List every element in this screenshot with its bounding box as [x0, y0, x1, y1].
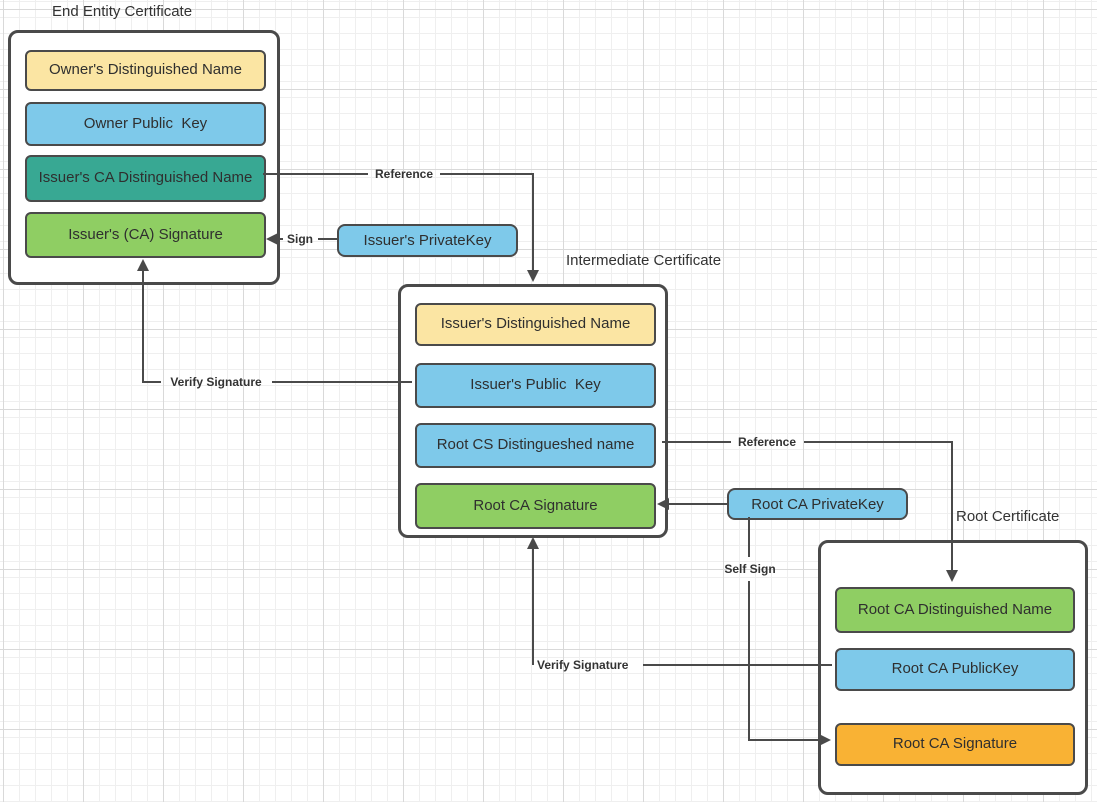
root-ca-public-key-label: Root CA PublicKey: [891, 660, 1019, 678]
issuer-public-key-box: Issuer's Public Key: [415, 363, 656, 408]
owner-public-key-box: Owner Public Key: [25, 102, 266, 146]
issuer-distinguished-name-box: Issuer's Distinguished Name: [415, 303, 656, 346]
root-certificate-title: Root Certificate: [956, 508, 1060, 525]
owner-public-key-label: Owner Public Key: [83, 114, 208, 132]
verify-signature-left-line: [142, 271, 412, 383]
issuer-ca-distinguished-name-label: Issuer's CA Distinguished Name: [38, 169, 253, 187]
reference-right-label: Reference: [737, 435, 797, 449]
verify-signature-left-label: Verify Signature: [170, 375, 262, 389]
root-ca-public-key-box: Root CA PublicKey: [835, 648, 1075, 691]
root-ca-private-key-box: Root CA PrivateKey: [727, 488, 908, 520]
root-ca-signature-box: Root CA Signature: [835, 723, 1075, 766]
self-sign-label: Self Sign: [724, 562, 776, 576]
self-sign-line: [748, 517, 820, 741]
intermediate-root-ca-signature-box: Root CA Signature: [415, 483, 656, 529]
reference-left-arrowhead: [527, 270, 539, 282]
intermediate-root-ca-signature-label: Root CA Signature: [473, 496, 598, 514]
verify-signature-right-label: Verify Signature: [537, 658, 629, 672]
issuer-public-key-label: Issuer's Public Key: [470, 376, 601, 394]
root-certificate-container: Root CA Distinguished Name Root CA Publi…: [818, 540, 1088, 795]
root-ca-private-key-label: Root CA PrivateKey: [751, 495, 884, 513]
end-entity-certificate-title: End Entity Certificate: [52, 3, 193, 20]
issuer-distinguished-name-label: Issuer's Distinguished Name: [440, 315, 631, 333]
sign-label: Sign: [287, 232, 313, 246]
root-cs-distinguished-name-box: Root CS Distingueshed name: [415, 423, 656, 468]
issuer-private-key-label: Issuer's PrivateKey: [363, 232, 492, 249]
owner-distinguished-name-label: Owner's Distinguished Name: [49, 61, 242, 79]
issuer-ca-distinguished-name-box: Issuer's CA Distinguished Name: [25, 155, 266, 202]
intermediate-certificate-title: Intermediate Certificate: [566, 252, 722, 269]
root-ca-distinguished-name-label: Root CA Distinguished Name: [857, 600, 1053, 618]
root-ca-signature-label: Root CA Signature: [892, 735, 1018, 753]
issuer-ca-signature-label: Issuer's (CA) Signature: [68, 225, 223, 243]
root-cs-distinguished-name-label: Root CS Distingueshed name: [436, 436, 635, 454]
verify-signature-right-arrowhead: [527, 537, 539, 549]
root-ca-distinguished-name-box: Root CA Distinguished Name: [835, 587, 1075, 633]
reference-left-label: Reference: [374, 167, 434, 181]
verify-signature-right-line: [532, 549, 832, 666]
issuer-private-key-box: Issuer's PrivateKey: [337, 224, 518, 257]
owner-distinguished-name-box: Owner's Distinguished Name: [25, 50, 266, 91]
intermediate-certificate-container: Issuer's Distinguished Name Issuer's Pub…: [398, 284, 668, 538]
issuer-ca-signature-box: Issuer's (CA) Signature: [25, 212, 266, 258]
end-entity-certificate-container: Owner's Distinguished Name Owner Public …: [8, 30, 280, 285]
